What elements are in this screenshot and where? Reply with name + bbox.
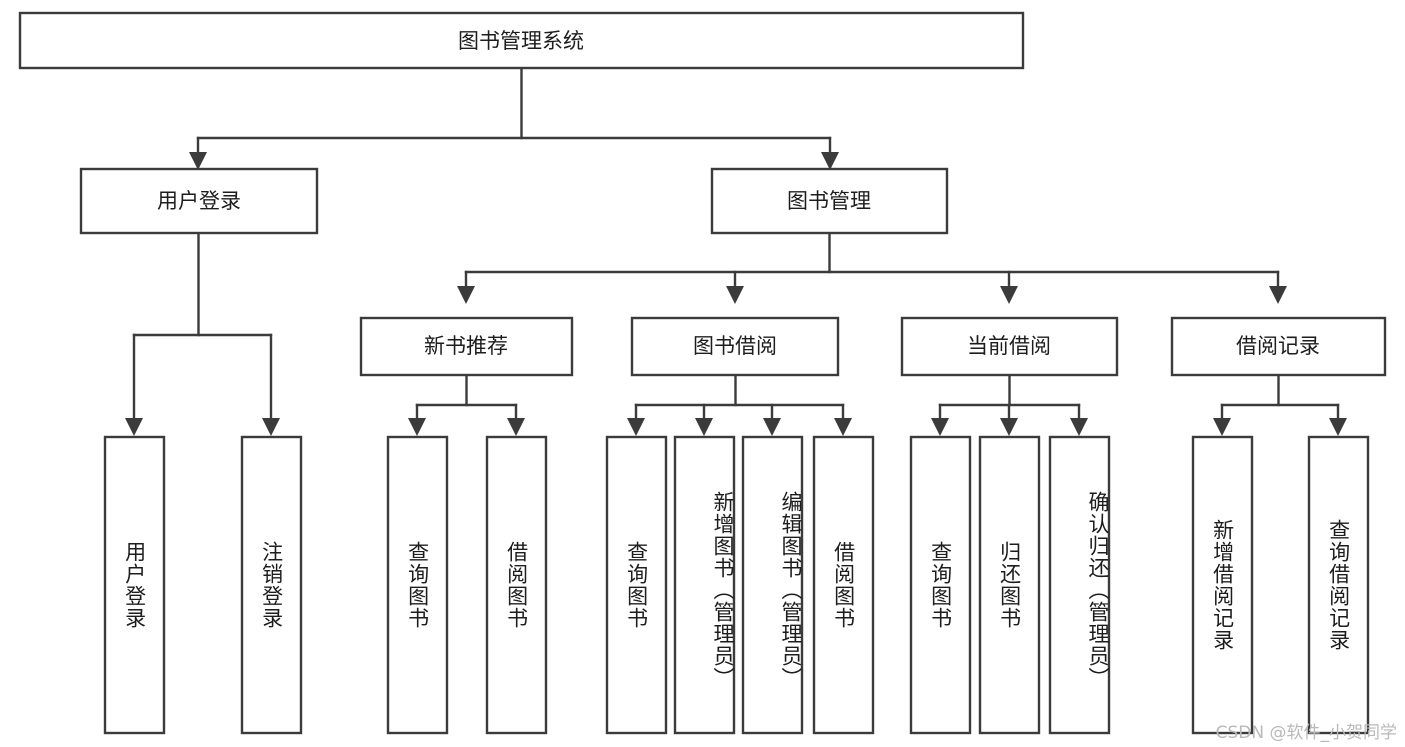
leaf-box-query-book-1 bbox=[386, 435, 449, 735]
node-book-management-label: 图书管理 bbox=[787, 189, 871, 213]
node-user-login-label: 用户登录 bbox=[157, 189, 241, 213]
csdn-watermark: CSDN @软件_小贺同学 bbox=[1215, 723, 1397, 743]
leaf-box-edit-book bbox=[741, 435, 804, 735]
node-book-management[interactable]: 图书管理 bbox=[710, 167, 949, 235]
connector-current-to-leaves bbox=[931, 373, 1088, 436]
leaf-box-return-book bbox=[978, 435, 1041, 735]
node-new-book-recommend-label: 新书推荐 bbox=[424, 334, 508, 358]
node-root-label: 图书管理系统 bbox=[458, 29, 584, 53]
leaf-box-logout bbox=[240, 435, 303, 735]
leaf-box-query-record bbox=[1307, 435, 1370, 735]
leaf-box-add-record bbox=[1191, 435, 1254, 735]
leaf-box-query-book-3 bbox=[909, 435, 972, 735]
leaf-box-add-book bbox=[673, 435, 736, 735]
leaf-box-borrow-book-1 bbox=[485, 435, 548, 735]
node-book-borrow[interactable]: 图书借阅 bbox=[630, 316, 840, 377]
node-borrow-record-label: 借阅记录 bbox=[1236, 334, 1320, 358]
leaf-boxes bbox=[103, 435, 1370, 735]
node-root[interactable]: 图书管理系统 bbox=[18, 11, 1025, 70]
node-new-book-recommend[interactable]: 新书推荐 bbox=[359, 316, 574, 377]
node-current-borrow[interactable]: 当前借阅 bbox=[900, 316, 1119, 377]
connector-newbook-to-leaves bbox=[408, 373, 525, 436]
leaf-box-user-login bbox=[103, 435, 166, 735]
connector-borrow-to-leaves bbox=[627, 373, 852, 436]
connector-record-to-leaves bbox=[1213, 373, 1347, 436]
node-borrow-record[interactable]: 借阅记录 bbox=[1170, 316, 1387, 377]
node-book-borrow-label: 图书借阅 bbox=[693, 334, 777, 358]
connector-login-to-leaves bbox=[125, 231, 280, 436]
node-current-borrow-label: 当前借阅 bbox=[967, 334, 1051, 358]
leaf-box-query-book-2 bbox=[605, 435, 668, 735]
connector-root-to-level2 bbox=[189, 66, 839, 170]
connector-bookmgmt-to-level3 bbox=[457, 231, 1287, 304]
leaf-box-confirm-return bbox=[1048, 435, 1111, 735]
node-user-login[interactable]: 用户登录 bbox=[79, 167, 319, 235]
leaf-box-borrow-book-2 bbox=[812, 435, 875, 735]
